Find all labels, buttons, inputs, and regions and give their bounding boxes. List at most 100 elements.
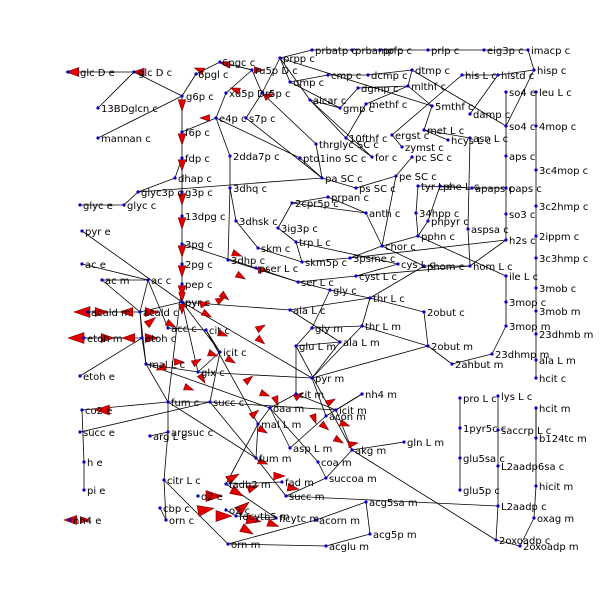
reaction-edge xyxy=(209,351,221,403)
metabolite-node xyxy=(288,446,292,450)
metabolite-label: pi e xyxy=(87,486,105,497)
metabolite-label: fad m xyxy=(285,478,314,489)
reaction-arrow xyxy=(219,61,231,69)
metabolite-node xyxy=(80,408,84,412)
metabolite-node xyxy=(348,256,352,260)
metabolite-label: oxag m xyxy=(537,514,574,525)
reaction-edge xyxy=(327,196,367,214)
metabolite-node xyxy=(350,48,354,52)
metabolite-node xyxy=(298,156,302,160)
reaction-edge xyxy=(309,99,341,109)
reaction-edge xyxy=(311,377,327,417)
reaction-edge xyxy=(145,363,169,403)
reaction-edge xyxy=(295,345,353,451)
reaction-edge xyxy=(407,85,433,107)
reaction-edge xyxy=(391,134,403,148)
metabolite-node xyxy=(368,296,372,300)
metabolite-label: ump c xyxy=(293,78,324,89)
metabolite-node xyxy=(166,326,170,330)
reaction-edge xyxy=(269,407,319,463)
metabolite-node xyxy=(294,240,298,244)
reaction-arrow xyxy=(177,133,187,146)
metabolite-node xyxy=(450,362,454,366)
reaction-arrow xyxy=(177,285,187,298)
reaction-edge xyxy=(365,85,409,105)
reaction-edge xyxy=(225,423,259,485)
metabolite-node xyxy=(234,219,238,223)
metabolite-node xyxy=(504,300,508,304)
metabolite-node xyxy=(316,460,320,464)
reaction-edge xyxy=(345,137,373,158)
metabolite-node xyxy=(68,518,72,522)
metabolite-label: apaps c xyxy=(475,184,514,195)
metabolite-node xyxy=(226,258,230,262)
metabolite-node xyxy=(218,350,222,354)
reaction-arrow xyxy=(119,307,134,317)
reaction-edge xyxy=(285,495,499,507)
metabolite-node xyxy=(532,68,536,72)
metabolite-label: acglu m xyxy=(329,542,369,553)
metabolite-node xyxy=(350,448,354,452)
metabolite-node xyxy=(460,73,464,77)
reaction-edge xyxy=(423,129,449,141)
metabolite-label: ac m xyxy=(105,276,130,287)
metabolite-node xyxy=(180,130,184,134)
metabolite-label: 3c3hmp c xyxy=(539,254,588,265)
metabolite-node xyxy=(196,494,200,498)
metabolite-node xyxy=(256,422,260,426)
metabolite-node xyxy=(66,70,70,74)
metabolite-node xyxy=(132,70,136,74)
metabolite-node xyxy=(504,324,508,328)
metabolite-label: h e xyxy=(87,458,103,469)
metabolite-label: hisp c xyxy=(537,66,566,77)
metabolite-node xyxy=(496,394,500,398)
reaction-edge xyxy=(355,265,471,277)
reaction-edge xyxy=(101,279,141,313)
metabolite-node xyxy=(310,376,314,380)
reaction-edge xyxy=(139,279,149,313)
metabolite-node xyxy=(78,374,82,378)
reaction-arrow xyxy=(174,358,185,366)
metabolite-node xyxy=(180,214,184,218)
reaction-arrow xyxy=(199,301,211,309)
reaction-edges xyxy=(68,49,537,547)
metabolite-label: tyr L c xyxy=(421,182,452,193)
metabolite-node xyxy=(78,430,82,434)
metabolite-label: acon m xyxy=(329,412,366,423)
metabolite-label: fdp c xyxy=(185,154,210,165)
metabolite-node xyxy=(300,260,304,264)
metabolite-label: focytb5 m xyxy=(239,512,290,523)
metabolite-node xyxy=(370,155,374,159)
reaction-edge xyxy=(423,129,471,139)
reaction-edge xyxy=(423,311,429,347)
metabolite-node xyxy=(254,266,258,270)
reaction-edge xyxy=(225,481,283,485)
metabolite-label: chor c xyxy=(385,242,416,253)
metabolite-label: 5mthf c xyxy=(435,102,474,113)
reaction-arrow xyxy=(207,349,219,357)
reaction-arrow xyxy=(177,245,187,258)
metabolite-label: glu5sa c xyxy=(463,454,505,465)
reaction-arrow xyxy=(177,265,187,278)
metabolite-label: hcit c xyxy=(539,374,566,385)
metabolite-node xyxy=(256,246,260,250)
reaction-arrow xyxy=(229,485,244,497)
metabolite-node xyxy=(96,136,100,140)
metabolite-node xyxy=(354,186,358,190)
reaction-arrow xyxy=(257,457,269,465)
metabolite-label: o2 e xyxy=(201,492,223,503)
metabolite-node xyxy=(458,456,462,460)
reaction-arrow xyxy=(248,409,260,420)
metabolite-node xyxy=(534,406,538,410)
metabolite-node xyxy=(458,488,462,492)
reaction-arrow xyxy=(121,333,136,343)
reaction-edge xyxy=(279,57,291,83)
reaction-edge xyxy=(289,309,341,343)
reaction-edge xyxy=(467,137,471,230)
reaction-arrow xyxy=(266,518,280,527)
metabolite-label: skm5p c xyxy=(305,258,347,269)
metabolite-node xyxy=(416,184,420,188)
reaction-edge xyxy=(361,325,429,347)
reaction-edge xyxy=(181,243,257,269)
metabolite-label: aicar c xyxy=(313,96,346,107)
